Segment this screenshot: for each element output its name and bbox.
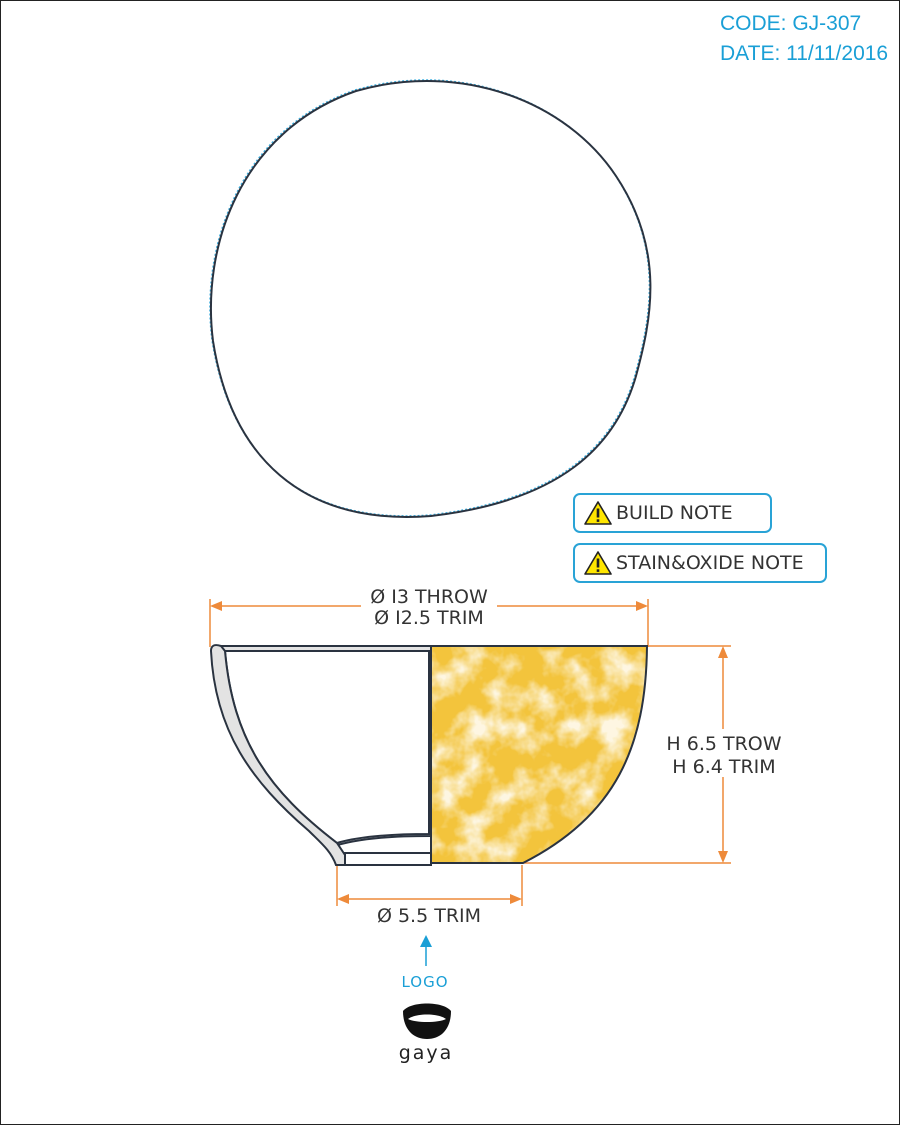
diameter-trim-label: Ø I2.5 TRIM (374, 607, 484, 629)
brand-name: gaya (399, 1042, 454, 1064)
top-view-guide (209, 79, 651, 517)
stain-oxide-note-button[interactable]: STAIN&OXIDE NOTE (573, 543, 827, 583)
build-note-button[interactable]: BUILD NOTE (573, 493, 772, 533)
warning-icon (584, 551, 612, 575)
diameter-throw-label: Ø I3 THROW (370, 586, 488, 608)
bowl-rim-left (209, 644, 346, 866)
height-dimension (523, 645, 731, 864)
gaya-logo-icon (403, 1003, 451, 1039)
product-code: CODE: GJ-307 (720, 12, 862, 35)
logo-label: LOGO (401, 973, 448, 991)
foot-trim-label: Ø 5.5 TRIM (377, 905, 481, 927)
height-throw-label: H 6.5 TROW (666, 733, 781, 755)
warning-icon (584, 501, 612, 525)
foot-dimension (336, 865, 523, 906)
bowl-section-left (209, 644, 432, 866)
top-view (209, 79, 652, 518)
height-trim-label: H 6.4 TRIM (672, 756, 775, 778)
logo-pointer (420, 935, 432, 966)
bowl-exterior-right (430, 645, 649, 865)
bowl-interior (223, 650, 430, 845)
drawing-date: DATE: 11/11/2016 (720, 42, 889, 65)
stain-oxide-note-label: STAIN&OXIDE NOTE (616, 552, 804, 574)
build-note-label: BUILD NOTE (616, 502, 733, 524)
bowl-foot-ring (344, 852, 432, 866)
drawing-header: CODE: GJ-307 DATE: 11/11/2016 (720, 9, 888, 69)
glaze-outline (430, 645, 649, 864)
top-view-outline (209, 79, 652, 518)
